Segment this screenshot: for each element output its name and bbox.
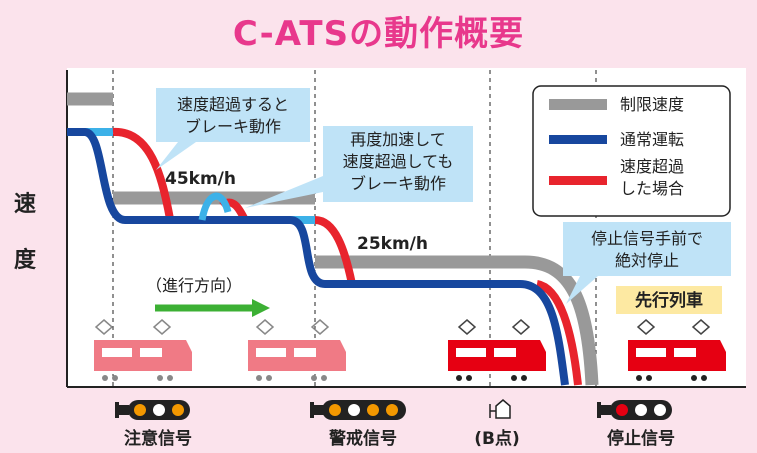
direction-arrow [155,299,270,317]
reacceleration-curve [198,192,232,221]
legend-swatch-limit [549,99,607,110]
train-2 [248,319,346,381]
callout-1: 速度超過するとブレーキ動作 [156,88,310,170]
diagram-title: C-ATSの動作概要 [232,14,525,54]
signal-position-lines [112,70,597,387]
point-b-marker-icon [489,399,511,419]
speed-label-25: 25km/h [357,234,428,254]
caution-signal-label: 注意信号 [124,429,192,449]
callout-1-text: 速度超過するとブレーキ動作 [177,95,289,136]
legend-label-over: 速度超過した場合 [620,157,684,198]
point-b-label: (B点) [474,429,520,449]
callout-3: 停止信号手前で絶対停止 [563,222,731,304]
legend-label-normal: 通常運転 [620,130,684,149]
legend-label-limit: 制限速度 [620,95,684,114]
y-axis-label-1: 速 [14,192,37,217]
normal-operation-curve [67,128,569,386]
preceding-train-label: 先行列車 [635,290,703,311]
train-4-preceding [628,319,726,381]
warning-signal-label: 警戒信号 [329,429,397,449]
callout-2-text: 再度加速して速度超過してもブレーキ動作 [343,130,454,193]
stop-signal-label: 停止信号 [607,429,675,449]
callout-2: 再度加速して速度超過してもブレーキ動作 [245,126,473,208]
direction-label: （進行方向） [146,276,242,295]
legend-swatch-over [549,176,607,185]
warning-signal-icon [310,400,406,420]
stop-signal-icon [597,400,672,420]
train-1 [94,319,192,381]
speed-label-45: 45km/h [165,169,236,189]
preceding-train-label-bg [616,286,722,314]
y-axis-label-2: 度 [14,248,37,273]
legend: 制限速度 通常運転 速度超過した場合 [532,85,731,217]
train-3 [448,319,546,381]
caution-signal-icon [115,400,190,420]
callout-3-text: 停止信号手前で絶対停止 [591,229,703,270]
legend-swatch-normal [549,135,607,144]
